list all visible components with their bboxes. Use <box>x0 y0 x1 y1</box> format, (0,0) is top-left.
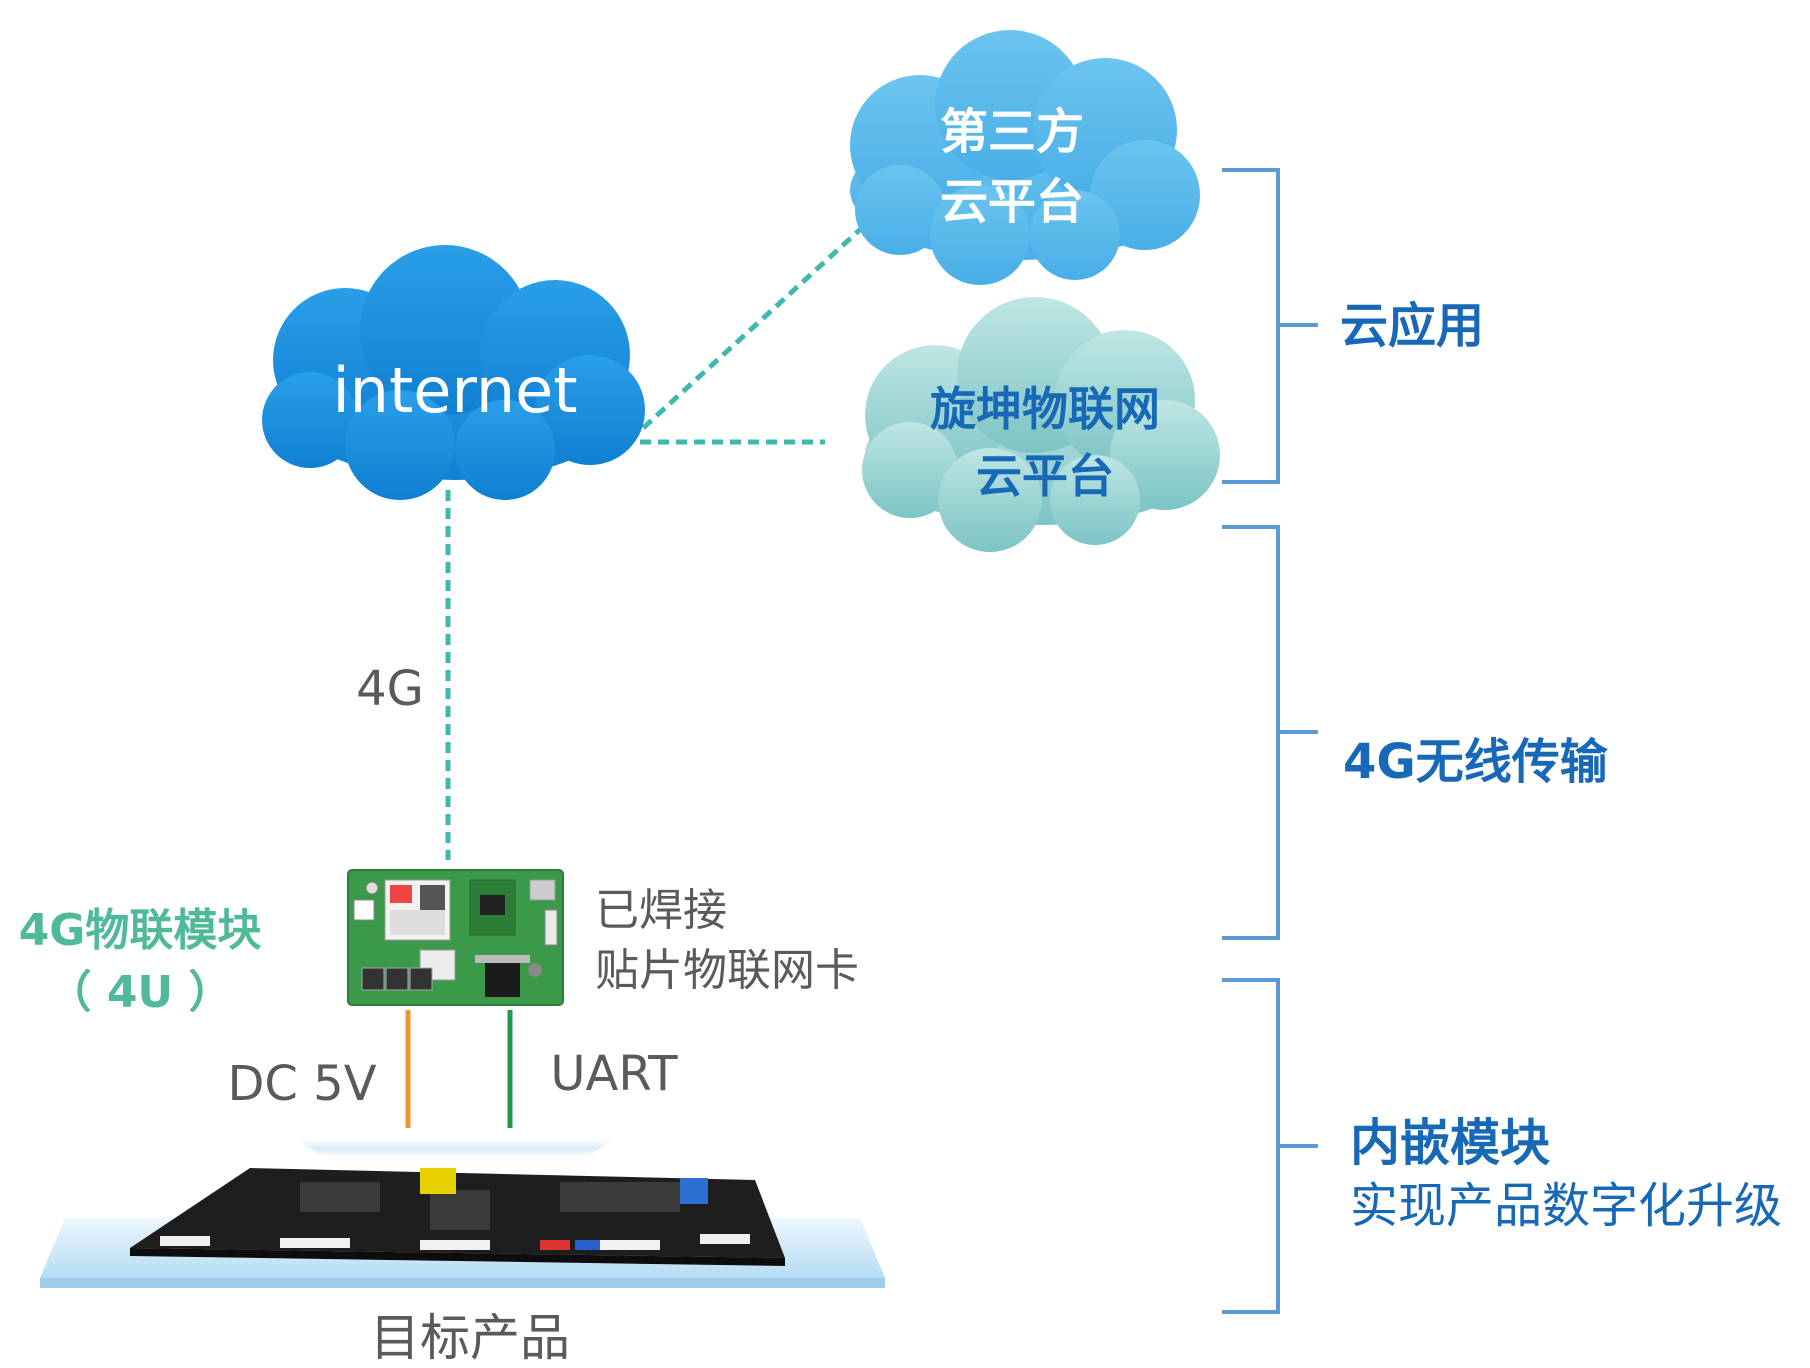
link-4g-label: 4G <box>356 661 424 717</box>
cloud-app-bracket <box>1222 168 1318 484</box>
power-wire-label: DC 5V <box>227 1056 376 1112</box>
layer-wireless-label: 4G无线传输 <box>1343 734 1609 790</box>
internet-cloud: internet <box>262 245 645 500</box>
xuankun-cloud-line1: 旋坤物联网 <box>930 382 1160 436</box>
internet-cloud-label: internet <box>332 354 577 427</box>
xuankun-cloud-line2: 云平台 <box>976 449 1114 503</box>
module-note-line2: 贴片物联网卡 <box>595 945 859 996</box>
uart-wire-label: UART <box>550 1046 678 1102</box>
wireless-bracket <box>1222 525 1318 940</box>
third-party-cloud: 第三方 云平台 <box>850 30 1200 285</box>
layer-cloud-app-label: 云应用 <box>1340 298 1484 354</box>
module-title: 4G物联模块 <box>19 905 262 956</box>
layer-embedded-title: 内嵌模块 <box>1350 1114 1550 1172</box>
module-note-line1: 已焊接 <box>595 885 727 936</box>
xuankun-iot-cloud: 旋坤物联网 云平台 <box>862 297 1220 552</box>
target-product-caption: 目标产品 <box>370 1309 570 1367</box>
third-party-cloud-line1: 第三方 <box>940 104 1084 160</box>
internet-to-third-party-link <box>628 223 867 442</box>
embedded-bracket <box>1222 978 1318 1314</box>
iot-module-board-image <box>347 869 564 1006</box>
target-product-image <box>40 1135 885 1288</box>
third-party-cloud-line2: 云平台 <box>940 174 1084 230</box>
layer-embedded-desc: 实现产品数字化升级 <box>1350 1178 1782 1234</box>
module-subtitle: （ 4U ） <box>48 967 233 1018</box>
